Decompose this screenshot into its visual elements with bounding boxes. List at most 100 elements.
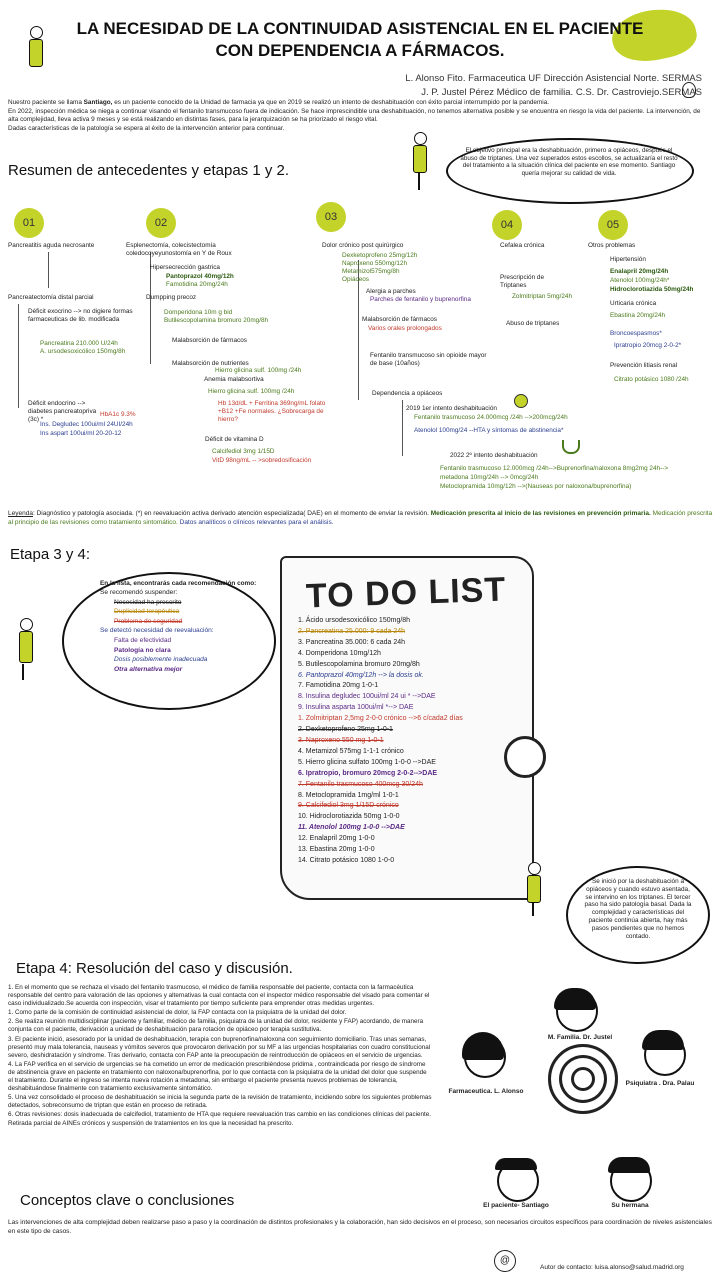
col1-endocrine: Déficit endocrino --> diabetes pancreato…	[28, 400, 97, 423]
section-heading-etapa3: Etapa 3 y 4:	[10, 546, 91, 563]
col2-drug-2: Famotidina 20mg/24h	[166, 281, 228, 288]
list-item: 5. Hierro glicina sulfato 100mg 1-0-0 --…	[298, 758, 436, 766]
col3-drug-3: Metamizol575mg/8h	[342, 268, 400, 275]
col3-patch-allergy: Alergia a parches	[366, 288, 416, 295]
flow-line	[48, 252, 49, 288]
section-heading-etapa4: Etapa 4: Resolución del caso y discusión…	[16, 960, 293, 977]
col3-drug-4: Opiáceos	[342, 276, 369, 283]
contact-email: Autor de contacto: luisa.alonso@salud.ma…	[540, 1264, 684, 1271]
col2-drug-1: Pantoprazol 40mg/12h	[166, 273, 234, 280]
recommendation-legend: En la lista, encontrarás cada recomendac…	[100, 580, 257, 673]
etapa4-list: 1. En el momento que se rechaza el visad…	[8, 984, 432, 1129]
list-item: 4. Metamizol 575mg 1-1-1 crónico	[298, 747, 404, 755]
role-patient: El paciente- Santiago	[483, 1202, 549, 1209]
col2-drug-3: Domperidona 10m g bid	[164, 309, 233, 316]
col1-drug-3: Ins. Degludec 100ui/ml 24UI/24h	[40, 421, 133, 428]
progress-text: Se inició por la deshabituación a opiáce…	[584, 878, 692, 940]
col3-oral-forms: Varios orales prolongados	[368, 325, 442, 332]
col3-malabsorption: Malabsorción de fármacos	[362, 316, 437, 323]
todo-list-card	[280, 556, 534, 900]
col3-fentanyl: Fentanilo transmucoso sin opioide mayor …	[370, 352, 487, 367]
col5-drug-1: Enalapril 20mg/24h	[610, 268, 669, 275]
col4-abuse: Abuso de triptanes	[506, 320, 560, 327]
col3-dependence: Dependencia a opiáceos	[372, 390, 443, 397]
intro-text: Nuestro paciente se llama Santiago, es u…	[8, 99, 701, 132]
stage-03-badge: 03	[316, 202, 346, 232]
author-2: J. P. Justel Pérez Médico de familia. C.…	[421, 87, 702, 98]
list-item: 1. Ácido ursodesoxicólico 150mg/8h	[298, 617, 411, 624]
col5-drug-6: Citrato potásico 1080 /24h	[614, 376, 689, 383]
list-item: 4. La FAP verifica en el servicio de urg…	[8, 1060, 427, 1093]
col3-drug-7: Atenolol 100mg/24 --HTA y síntomas de ab…	[414, 427, 564, 434]
role-sister: Su hermana	[611, 1202, 649, 1209]
list-item: 6. Ipratropio, bromuro 20mcg 2-0-2-->DAE	[298, 769, 438, 777]
list-item: 2. Dexketoprofeno 25mg 1-0-1	[298, 726, 393, 734]
stage-04-badge: 04	[492, 210, 522, 240]
list-item: 3. El paciente inició, asesorado por la …	[8, 1035, 431, 1059]
todo-items: 1. Ácido ursodesoxicólico 150mg/8h 2. Pa…	[298, 616, 538, 867]
col3-drug-1: Dexketoprofeno 25mg/12h	[342, 252, 418, 259]
col5-hypertension: Hipertensión	[610, 256, 646, 263]
list-item: 5. Butilescopolamina bromuro 20mg/8h	[298, 660, 420, 668]
role-pharmacist: Farmaceutica. L. Alonso	[448, 1088, 524, 1095]
col2-diagnosis: Esplenectomía, colecistectomía coledocoy…	[126, 242, 232, 257]
section-heading-resumen: Resumen de antecedentes y etapas 1 y 2.	[8, 162, 290, 179]
list-item: 4. Domperidona 10mg/12h	[298, 649, 381, 657]
list-item: 8. Insulina degludec 100ui/ml 24 ui * --…	[298, 693, 436, 701]
list-item: 1. Zolmitriptan 2,5mg 2-0-0 crónico -->6…	[298, 715, 463, 723]
col1-drug-4: Ins aspart 100ui/ml 20-20-12	[40, 430, 122, 437]
col3-diagnosis: Dolor crónico post quirúrgico	[322, 242, 404, 249]
col5-bronchospasm: Broncoespasmos*	[610, 330, 662, 337]
col2-drug-5: Hierro glicina sulf. 100mg /24h	[215, 367, 302, 374]
list-item: 13. Ebastina 20mg 1-0-0	[298, 846, 375, 854]
todo-heading: TO DO LIST	[305, 570, 507, 616]
col5-drug-2: Atenolol 100mg/24h*	[610, 277, 670, 284]
list-item: 9. Calcifediol 3mg 1/15D crónico	[298, 802, 399, 810]
list-item: 1. En el momento que se rechaza el visad…	[8, 984, 430, 1008]
col4-triptans: Prescripción de Triptanes	[500, 274, 545, 289]
list-item: 3. Pancreatina 35.000: 6 cada 24h	[298, 638, 406, 646]
list-item: 9. Insulina asparta 100ui/ml *--> DAE	[298, 704, 414, 712]
list-item: 1. Como parte de la comisión de continui…	[8, 1009, 347, 1017]
col2-lab-vitd: VitD 98ng/mL -- >sobredosificación	[212, 457, 312, 464]
flow-line	[402, 400, 403, 456]
flow-line	[18, 304, 19, 408]
col3-drug-6: Fentanilo trasmucoso 24.000mcg /24h -->2…	[414, 414, 568, 421]
objective-text: El objetivo principal era la deshabituac…	[460, 147, 678, 177]
list-item: 6. Pantoprazol 40mg/12h --> la dosis ok.	[298, 671, 424, 679]
col5-litiasis: Prevención litiasis renal	[610, 362, 678, 369]
list-item: 7. Famotidina 20mg 1-0-1	[298, 682, 379, 690]
col3-drug-9: metadona 10mg/24h --> 0mcg/24h	[440, 474, 539, 481]
col2-malabsorption-drugs: Malabsorción de fármacos	[172, 337, 247, 344]
col3-drug-2: Naproxeno 550mg/12h	[342, 260, 408, 267]
list-item: 11. Atenolol 100mg 1-0-0 -->DAE	[298, 824, 405, 832]
author-1: L. Alonso Fito. Farmaceutica UF Direcció…	[405, 73, 702, 84]
list-item: 12. Enalapril 20mg 1-0-0	[298, 835, 375, 843]
legend: Leyenda: Diagnóstico y patología asociad…	[8, 510, 713, 526]
col2-drug-7: Calcifediol 3mg 1/15D	[212, 448, 275, 455]
list-item: 7. Fentanilo trasmucoso 400mcg 30/24h	[298, 780, 423, 788]
col3-attempt-2019: 2019 1er intento deshabituación	[406, 405, 497, 412]
col2-malabsorption-nutrients: Malabsorción de nutrientes	[172, 360, 249, 367]
target-icon	[548, 1044, 618, 1114]
role-psychiatrist: Psiquiatra . Dra. Palau	[625, 1080, 695, 1087]
contact-icon: @	[494, 1250, 516, 1272]
laurel-icon	[562, 440, 580, 454]
col3-drug-10: Metoclopramida 10mg/12h -->(Nauseas por …	[440, 483, 632, 490]
list-item: 2. Pancreatina 25.000: 9 cada 24h	[298, 627, 406, 635]
col4-diagnosis: Cefalea crónica	[500, 242, 545, 249]
col2-drug-6: Hierro glicina sulf. 100mg /24h	[208, 388, 295, 395]
col5-drug-3: Hidroclorotiazida 50mg/24h	[610, 286, 694, 293]
col1-drug-2: A. ursodesoxicólico 150mg/8h	[40, 348, 126, 355]
col1-exocrine: Déficit exocrino --> no digiere formas f…	[28, 308, 133, 323]
sad-face-icon	[514, 394, 528, 408]
col2-vitd-deficit: Déficit de vitamina D	[205, 436, 264, 443]
list-item: 6. Otras revisiones: dosis inadecuada de…	[8, 1111, 432, 1127]
list-item: 14. Citrato potásico 1080 1-0-0	[298, 856, 395, 864]
patient-name: Santiago,	[83, 99, 113, 106]
scissors-icon	[504, 736, 546, 778]
role-doctor: M. Familia. Dr. Justel	[547, 1034, 613, 1041]
authors: L. Alonso Fito. Farmaceutica UF Direcció…	[322, 72, 702, 100]
stage-05-badge: 05	[598, 210, 628, 240]
col2-anemia: Anemia malabsortiva	[204, 376, 264, 383]
